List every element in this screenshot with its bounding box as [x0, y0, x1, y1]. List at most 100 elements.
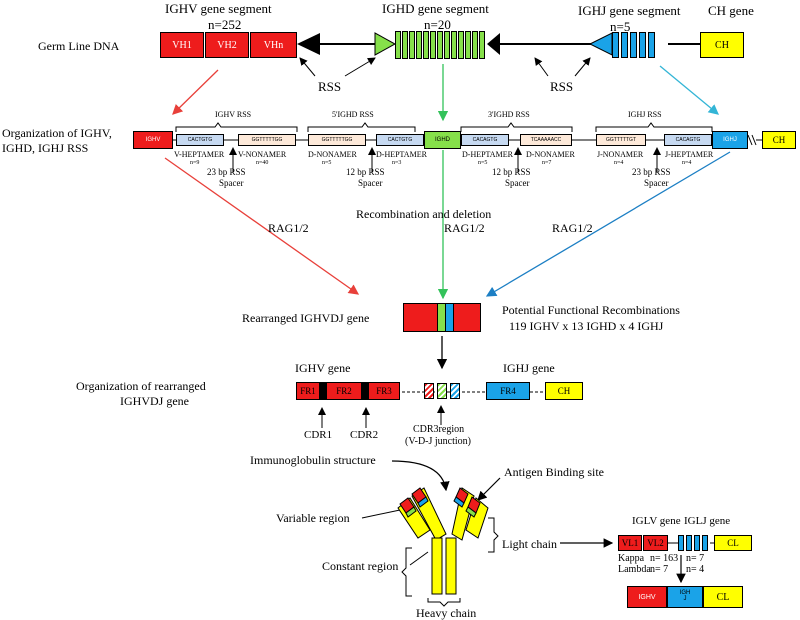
brace-j-rss: [595, 122, 713, 132]
cdr2-box: [362, 382, 368, 400]
rearranged-j-part: [445, 304, 453, 331]
d5-rss-title: 5'IGHD RSS: [332, 110, 374, 119]
rag-left-label: RAG1/2: [268, 221, 309, 235]
d-nonamer-label: D-NONAMER: [308, 150, 357, 159]
ighj-segment-1: [612, 32, 619, 58]
ighd-segment-3: [409, 31, 415, 59]
ighd-segment-10: [458, 31, 464, 59]
potential-line2: 119 IGHV x 13 IGHD x 4 IGHJ: [509, 319, 664, 333]
d-nonamer-n: n=5: [322, 160, 332, 166]
cdr1-label: CDR1: [304, 429, 333, 441]
rss-pointer-1: [299, 57, 316, 77]
v-heptamer-label: V-HEPTAMER: [174, 150, 225, 159]
iglj-segment-3: [694, 535, 700, 551]
ighv-gene-label: IGHV gene: [295, 361, 351, 375]
ighd-segment-1: [395, 31, 401, 59]
spacer-23bp-label-1: 23 bp RSS: [207, 167, 246, 177]
j-nonamer-label: J-NONAMER: [597, 150, 644, 159]
spacer-label-2: Spacer: [358, 178, 383, 188]
org-rearranged-label-line1: Organization of rearranged: [76, 379, 206, 393]
iglj-segment-4: [702, 535, 708, 551]
cdr1-box: [320, 382, 326, 400]
iglj-segment-1: [678, 535, 684, 551]
rearranged-d-part: [437, 304, 445, 331]
fr1-box: FR1: [296, 382, 320, 400]
ighj-segment-3: [630, 32, 637, 58]
fr2-box: FR2: [326, 382, 362, 400]
ighd-segment-2: [402, 31, 408, 59]
arrow-red-2: [164, 157, 360, 295]
brace-ighv-rss: [175, 122, 298, 132]
final-igh-label: IGH: [679, 590, 691, 596]
fr3-box: FR3: [368, 382, 400, 400]
spacer-label-3: Spacer: [505, 178, 530, 188]
break-mark-2: [751, 134, 757, 146]
org-d-heptamer2-box: CACAGTG: [461, 134, 509, 146]
ighv-segment-title: IGHV gene segment: [165, 1, 272, 16]
d-heptamer2-n: n=5: [478, 160, 488, 166]
lambda-label: Lambda: [618, 564, 651, 575]
constant-region-label: Constant region: [322, 559, 399, 573]
rss-pointer-4: [574, 57, 591, 77]
cdr3-v-part: [424, 383, 434, 399]
brace-d3-rss: [460, 122, 573, 132]
spacer-label-1: Spacer: [219, 178, 244, 188]
antigen-binding-label: Antigen Binding site: [504, 465, 604, 479]
org-j-nonamer-box: GGTTTTTGT: [596, 134, 646, 146]
rss-triangle-ighd-right: [487, 33, 500, 55]
antibody-shape: [397, 487, 489, 595]
kappa-label: Kappa: [618, 553, 645, 564]
cdr2-label: CDR2: [350, 429, 379, 441]
constant-brace: [401, 547, 412, 597]
spacer-12bp-label-2: 12 bp RSS: [492, 167, 531, 177]
light-chain-brace: [488, 517, 499, 553]
ighd-segment-n: n=20: [424, 17, 451, 32]
org-v-heptamer-box: CACTGTG: [176, 134, 224, 146]
constant-pointer: [409, 551, 429, 566]
ighj-segment-5: [648, 32, 655, 58]
org-ch-box: CH: [762, 131, 796, 149]
iglj-segment-2: [686, 535, 692, 551]
v-nonamer-label: V-NONAMER: [238, 150, 287, 159]
org-d-heptamer-box: CACTGTG: [376, 134, 424, 146]
heavy-chain-brace: [427, 598, 461, 607]
ig-structure-label: Immunoglobulin structure: [250, 453, 376, 467]
rss-pointer-3: [534, 57, 549, 77]
ighj-segment-2: [621, 32, 628, 58]
rearranged-rest-part: [453, 304, 480, 331]
ighd-segment-5: [423, 31, 429, 59]
j-rss-title: IGHJ RSS: [628, 110, 662, 119]
ighj-segment-title: IGHJ gene segment: [578, 3, 681, 18]
spacer-23bp-label-2: 23 bp RSS: [632, 167, 671, 177]
j-heptamer-label: J-HEPTAMER: [665, 150, 714, 159]
org-j-heptamer-box: CACAGTG: [664, 134, 712, 146]
rss-pointer-2: [344, 57, 376, 77]
vl1-box: VL1: [618, 535, 642, 551]
org-ighd-box: IGHD: [424, 131, 461, 149]
iglv-gene-label: IGLV gene: [632, 515, 681, 527]
cdr3-d-part: [437, 383, 447, 399]
ighd-segment-4: [416, 31, 422, 59]
rearranged-label: Rearranged IGHVDJ gene: [242, 311, 370, 325]
spacer-12bp-label-1: 12 bp RSS: [346, 167, 385, 177]
ch-gene-box: CH: [700, 32, 744, 58]
j-kappa-n: n= 7: [686, 553, 705, 564]
rss-label-2: RSS: [550, 79, 574, 94]
cdr3-label-line2: (V-D-J junction): [405, 436, 472, 447]
d-heptamer2-label: D-HEPTAMER: [462, 150, 513, 159]
org-rearranged-label-line2: IGHVDJ gene: [120, 394, 189, 408]
arrow-blue-2: [485, 151, 731, 297]
ighd-segment-7: [437, 31, 443, 59]
recombination-text: Recombination and deletion: [356, 207, 492, 221]
ighd-segment-13: [479, 31, 485, 59]
org-v-nonamer-box: GGTTTTTGG: [238, 134, 296, 146]
rss-triangle-ighv: [297, 33, 320, 55]
spacer-label-4: Spacer: [644, 178, 669, 188]
j-lambda-n: n= 4: [686, 564, 705, 575]
org-ighv-box: IGHV: [133, 131, 173, 149]
ig-structure-arrow: [391, 460, 450, 492]
ighv-rss-title: IGHV RSS: [215, 110, 252, 119]
fr4-box: FR4: [486, 382, 530, 400]
rss-triangle-ighd-left: [374, 32, 397, 56]
ighj-gene-label: IGHJ gene: [503, 361, 555, 375]
